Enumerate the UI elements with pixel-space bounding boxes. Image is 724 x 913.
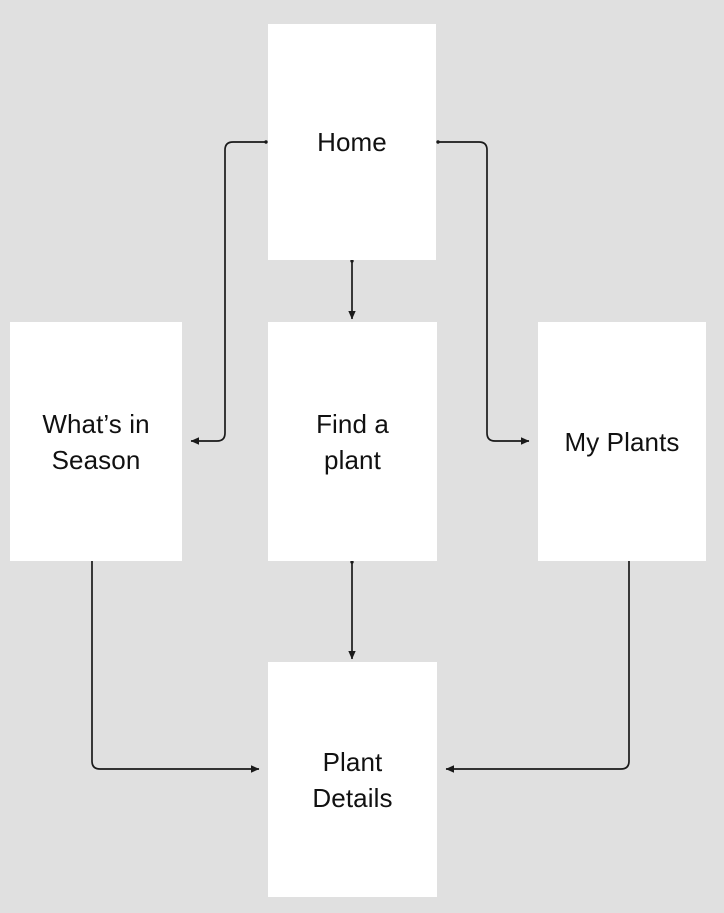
node-find-a-plant-label: Find a plant	[316, 408, 389, 475]
node-whats-in-season[interactable]: What’s in Season	[10, 322, 182, 561]
edge-whats-in-season-to-plant-details	[91, 561, 260, 773]
node-whats-in-season-label: What’s in Season	[42, 408, 150, 475]
edge-my-plants-to-plant-details	[445, 561, 630, 773]
node-my-plants[interactable]: My Plants	[538, 322, 706, 561]
edge-home-to-whats-in-season	[190, 140, 268, 445]
node-home-label: Home	[317, 127, 387, 157]
node-my-plants-label: My Plants	[564, 426, 680, 457]
node-find-a-plant[interactable]: Find a plant	[268, 322, 437, 561]
node-plant-details[interactable]: Plant Details	[268, 662, 437, 897]
node-home[interactable]: Home	[268, 24, 436, 260]
node-plant-details-label: Plant Details	[312, 746, 393, 813]
edge-home-to-my-plants	[436, 140, 530, 445]
